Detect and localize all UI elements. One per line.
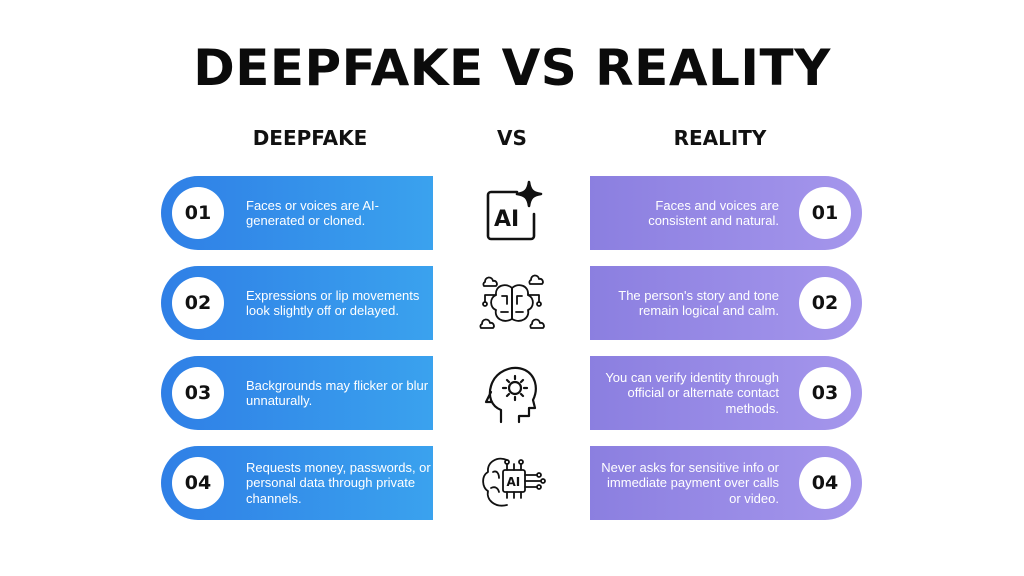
deepfake-item-2: 02 Expressions or lip movements look sli…: [161, 266, 433, 340]
deepfake-item-number: 04: [172, 457, 224, 509]
reality-column-heading: REALITY: [673, 126, 767, 150]
reality-item-text: Never asks for sensitive info or immedia…: [601, 459, 779, 506]
deepfake-item-number: 01: [172, 187, 224, 239]
svg-text:AI: AI: [507, 475, 521, 489]
reality-item-number: 04: [799, 457, 851, 509]
reality-item-number: 03: [799, 367, 851, 419]
deepfake-column-heading: DEEPFAKE: [252, 126, 368, 150]
deepfake-item-1: 01 Faces or voices are AI-generated or c…: [161, 176, 433, 250]
deepfake-item-text: Backgrounds may flicker or blur unnatura…: [246, 377, 429, 409]
page-title: DEEPFAKE VS REALITY: [193, 39, 831, 97]
reality-item-number: 01: [799, 187, 851, 239]
reality-item-4: Never asks for sensitive info or immedia…: [590, 446, 862, 520]
reality-item-text: The person's story and tone remain logic…: [618, 287, 779, 319]
deepfake-item-4: 04 Requests money, passwords, or persona…: [161, 446, 433, 520]
deepfake-item-3: 03 Backgrounds may flicker or blur unnat…: [161, 356, 433, 430]
reality-item-1: Faces and voices are consistent and natu…: [590, 176, 862, 250]
reality-item-number: 02: [799, 277, 851, 329]
brain-chip-icon: AI: [477, 448, 547, 518]
deepfake-item-number: 03: [172, 367, 224, 419]
reality-item-text: You can verify identity through official…: [605, 369, 779, 416]
brain-circuit-icon: [477, 268, 547, 338]
reality-item-3: You can verify identity through official…: [590, 356, 862, 430]
head-gear-icon: [477, 358, 547, 428]
reality-item-2: The person's story and tone remain logic…: [590, 266, 862, 340]
vs-heading: VS: [497, 126, 527, 150]
deepfake-item-text: Expressions or lip movements look slight…: [246, 287, 420, 319]
svg-text:AI: AI: [494, 207, 519, 232]
deepfake-item-text: Requests money, passwords, or personal d…: [246, 459, 431, 506]
ai-sparkle-icon: AI: [477, 178, 547, 248]
reality-item-text: Faces and voices are consistent and natu…: [648, 197, 779, 229]
deepfake-item-number: 02: [172, 277, 224, 329]
deepfake-item-text: Faces or voices are AI-generated or clon…: [246, 197, 379, 229]
